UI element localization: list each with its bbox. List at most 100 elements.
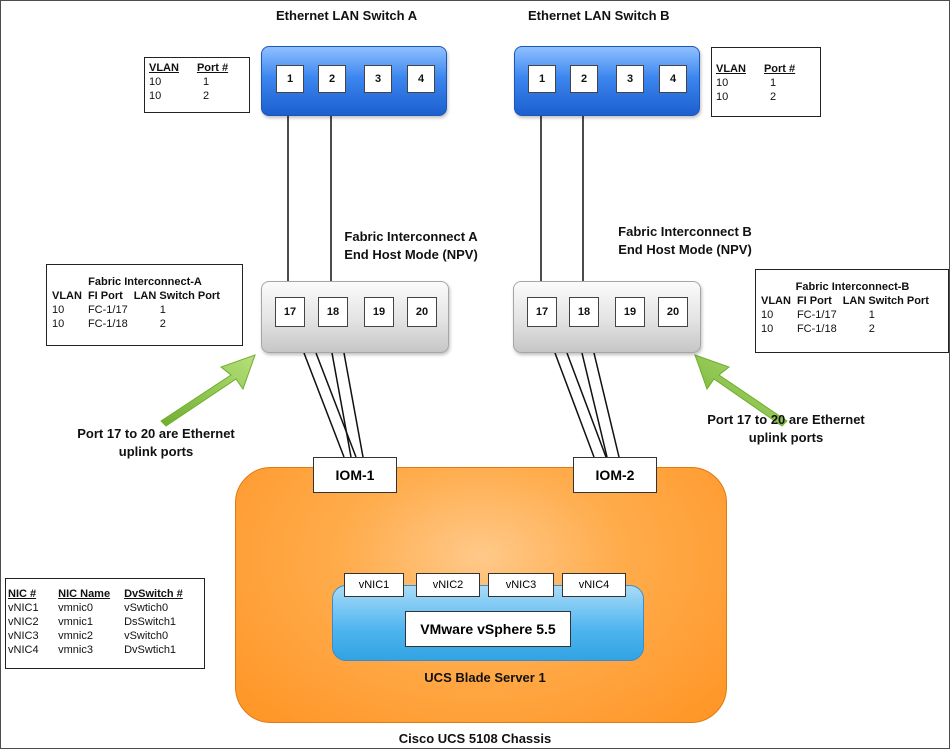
table-header: NIC Name bbox=[58, 588, 111, 600]
table-header: Port # bbox=[196, 62, 229, 74]
switch-a-title: Ethernet LAN Switch A bbox=[276, 8, 418, 23]
table-cell: 10 bbox=[149, 76, 162, 88]
table-cell: 1 bbox=[868, 309, 875, 321]
fi-a-mapping-table: Fabric Interconnect-A VLAN FI Port LAN S… bbox=[46, 264, 243, 346]
table-cell: 2 bbox=[868, 323, 875, 335]
arrow-up-left-icon-b bbox=[694, 354, 788, 427]
table-header: VLAN bbox=[716, 63, 746, 75]
table-cell: FC-1/18 bbox=[796, 323, 837, 335]
table-cell: vNIC3 bbox=[8, 630, 39, 642]
switch-a-port[interactable]: 3 bbox=[364, 65, 392, 93]
table-header: LAN Switch Port bbox=[842, 295, 929, 307]
table-header: DvSwitch # bbox=[124, 588, 183, 600]
fabric-interconnect-a: 17 18 19 20 bbox=[261, 281, 449, 353]
fabric-interconnect-b: 17 18 19 20 bbox=[513, 281, 701, 353]
switch-a-port[interactable]: 4 bbox=[407, 65, 435, 93]
switch-b: 1 2 3 4 bbox=[514, 46, 700, 116]
table-cell: vmnic3 bbox=[58, 644, 93, 656]
table-cell: 10 bbox=[716, 91, 729, 103]
table-cell: 10 bbox=[716, 77, 729, 89]
fi-b-note-line2: uplink ports bbox=[748, 430, 824, 445]
switch-a-port[interactable]: 2 bbox=[318, 65, 346, 93]
table-cell: vNIC4 bbox=[8, 644, 39, 656]
fi-b-port[interactable]: 17 bbox=[527, 297, 557, 327]
table-header: FI Port bbox=[796, 295, 832, 307]
switch-b-vlan-table: VLAN Port # 10 1 10 2 bbox=[711, 47, 821, 117]
fi-a-port[interactable]: 19 bbox=[364, 297, 394, 327]
table-cell: FC-1/18 bbox=[87, 318, 128, 330]
table-cell: DvSwtich1 bbox=[124, 644, 177, 656]
fi-b-title-line1: Fabric Interconnect B bbox=[618, 224, 752, 239]
table-cell: 10 bbox=[52, 318, 65, 330]
fi-a-table-caption: Fabric Interconnect-A bbox=[88, 276, 202, 288]
fi-b-title: Fabric Interconnect B End Host Mode (NPV… bbox=[605, 223, 765, 259]
fi-b-uplink-note: Port 17 to 20 are Ethernet uplink ports bbox=[691, 411, 881, 447]
fi-b-port[interactable]: 20 bbox=[658, 297, 688, 327]
fi-b-port[interactable]: 19 bbox=[615, 297, 645, 327]
switch-a-vlan-table: VLAN Port # 10 1 10 2 bbox=[144, 57, 250, 113]
arrow-up-right-icon-a bbox=[160, 354, 256, 427]
fi-b-table-caption: Fabric Interconnect-B bbox=[795, 281, 910, 293]
fi-b-mapping-table: Fabric Interconnect-B VLAN FI Port LAN S… bbox=[755, 269, 949, 353]
switch-b-title: Ethernet LAN Switch B bbox=[528, 8, 670, 23]
fi-a-title: Fabric Interconnect A End Host Mode (NPV… bbox=[331, 228, 491, 264]
table-header: FI Port bbox=[87, 290, 123, 302]
iom-1[interactable]: IOM-1 bbox=[313, 457, 397, 493]
iom-2[interactable]: IOM-2 bbox=[573, 457, 657, 493]
chassis-label: Cisco UCS 5108 Chassis bbox=[398, 731, 552, 746]
vnic[interactable]: vNIC2 bbox=[416, 573, 480, 597]
fi-a-title-line2: End Host Mode (NPV) bbox=[344, 247, 478, 262]
blade-server-label: UCS Blade Server 1 bbox=[424, 670, 546, 685]
table-cell: 10 bbox=[761, 309, 774, 321]
table-cell: vNIC2 bbox=[8, 616, 39, 628]
vsphere-label: VMware vSphere 5.5 bbox=[405, 611, 571, 647]
table-cell: 10 bbox=[149, 90, 162, 102]
table-cell: vNIC1 bbox=[8, 602, 39, 614]
fi-b-port[interactable]: 18 bbox=[569, 297, 599, 327]
table-cell: vmnic0 bbox=[58, 602, 93, 614]
fi-b-title-line2: End Host Mode (NPV) bbox=[618, 242, 752, 257]
table-cell: 1 bbox=[159, 304, 166, 316]
table-header: NIC # bbox=[8, 588, 37, 600]
fi-b-note-line1: Port 17 to 20 are Ethernet bbox=[707, 412, 865, 427]
vnic[interactable]: vNIC4 bbox=[562, 573, 626, 597]
fi-a-port[interactable]: 17 bbox=[275, 297, 305, 327]
table-cell: FC-1/17 bbox=[796, 309, 837, 321]
table-header: VLAN bbox=[52, 290, 82, 302]
table-cell: 2 bbox=[159, 318, 166, 330]
switch-b-port[interactable]: 4 bbox=[659, 65, 687, 93]
table-cell: FC-1/17 bbox=[87, 304, 128, 316]
switch-b-port[interactable]: 1 bbox=[528, 65, 556, 93]
table-cell: 10 bbox=[52, 304, 65, 316]
fi-a-note-line2: uplink ports bbox=[118, 444, 194, 459]
link-fi-a-iom1 bbox=[303, 352, 345, 458]
table-header: Port # bbox=[763, 63, 796, 75]
table-header: VLAN bbox=[761, 295, 791, 307]
table-header: VLAN bbox=[149, 62, 179, 74]
table-cell: 2 bbox=[769, 91, 777, 103]
table-header: LAN Switch Port bbox=[133, 290, 220, 302]
vnic[interactable]: vNIC1 bbox=[344, 573, 404, 597]
fi-a-port[interactable]: 20 bbox=[407, 297, 437, 327]
switch-a: 1 2 3 4 bbox=[261, 46, 447, 116]
switch-b-port[interactable]: 2 bbox=[570, 65, 598, 93]
table-cell: DsSwitch1 bbox=[124, 616, 177, 628]
table-cell: vSwitch0 bbox=[124, 630, 169, 642]
switch-b-port[interactable]: 3 bbox=[616, 65, 644, 93]
switch-a-port[interactable]: 1 bbox=[276, 65, 304, 93]
table-cell: 10 bbox=[761, 323, 774, 335]
vnic[interactable]: vNIC3 bbox=[488, 573, 554, 597]
fi-a-port[interactable]: 18 bbox=[318, 297, 348, 327]
link-fi-b-iom2 bbox=[554, 352, 595, 458]
fi-a-uplink-note: Port 17 to 20 are Ethernet uplink ports bbox=[61, 425, 251, 461]
fi-a-note-line1: Port 17 to 20 are Ethernet bbox=[77, 426, 235, 441]
table-cell: 2 bbox=[202, 90, 210, 102]
table-cell: vSwtich0 bbox=[124, 602, 169, 614]
table-cell: vmnic2 bbox=[58, 630, 93, 642]
nic-mapping-table: NIC # NIC Name DvSwitch # vNIC1 vmnic0 vSw… bbox=[5, 578, 205, 669]
fi-a-title-line1: Fabric Interconnect A bbox=[344, 229, 478, 244]
table-cell: vmnic1 bbox=[58, 616, 93, 628]
table-cell: 1 bbox=[769, 77, 777, 89]
table-cell: 1 bbox=[202, 76, 210, 88]
